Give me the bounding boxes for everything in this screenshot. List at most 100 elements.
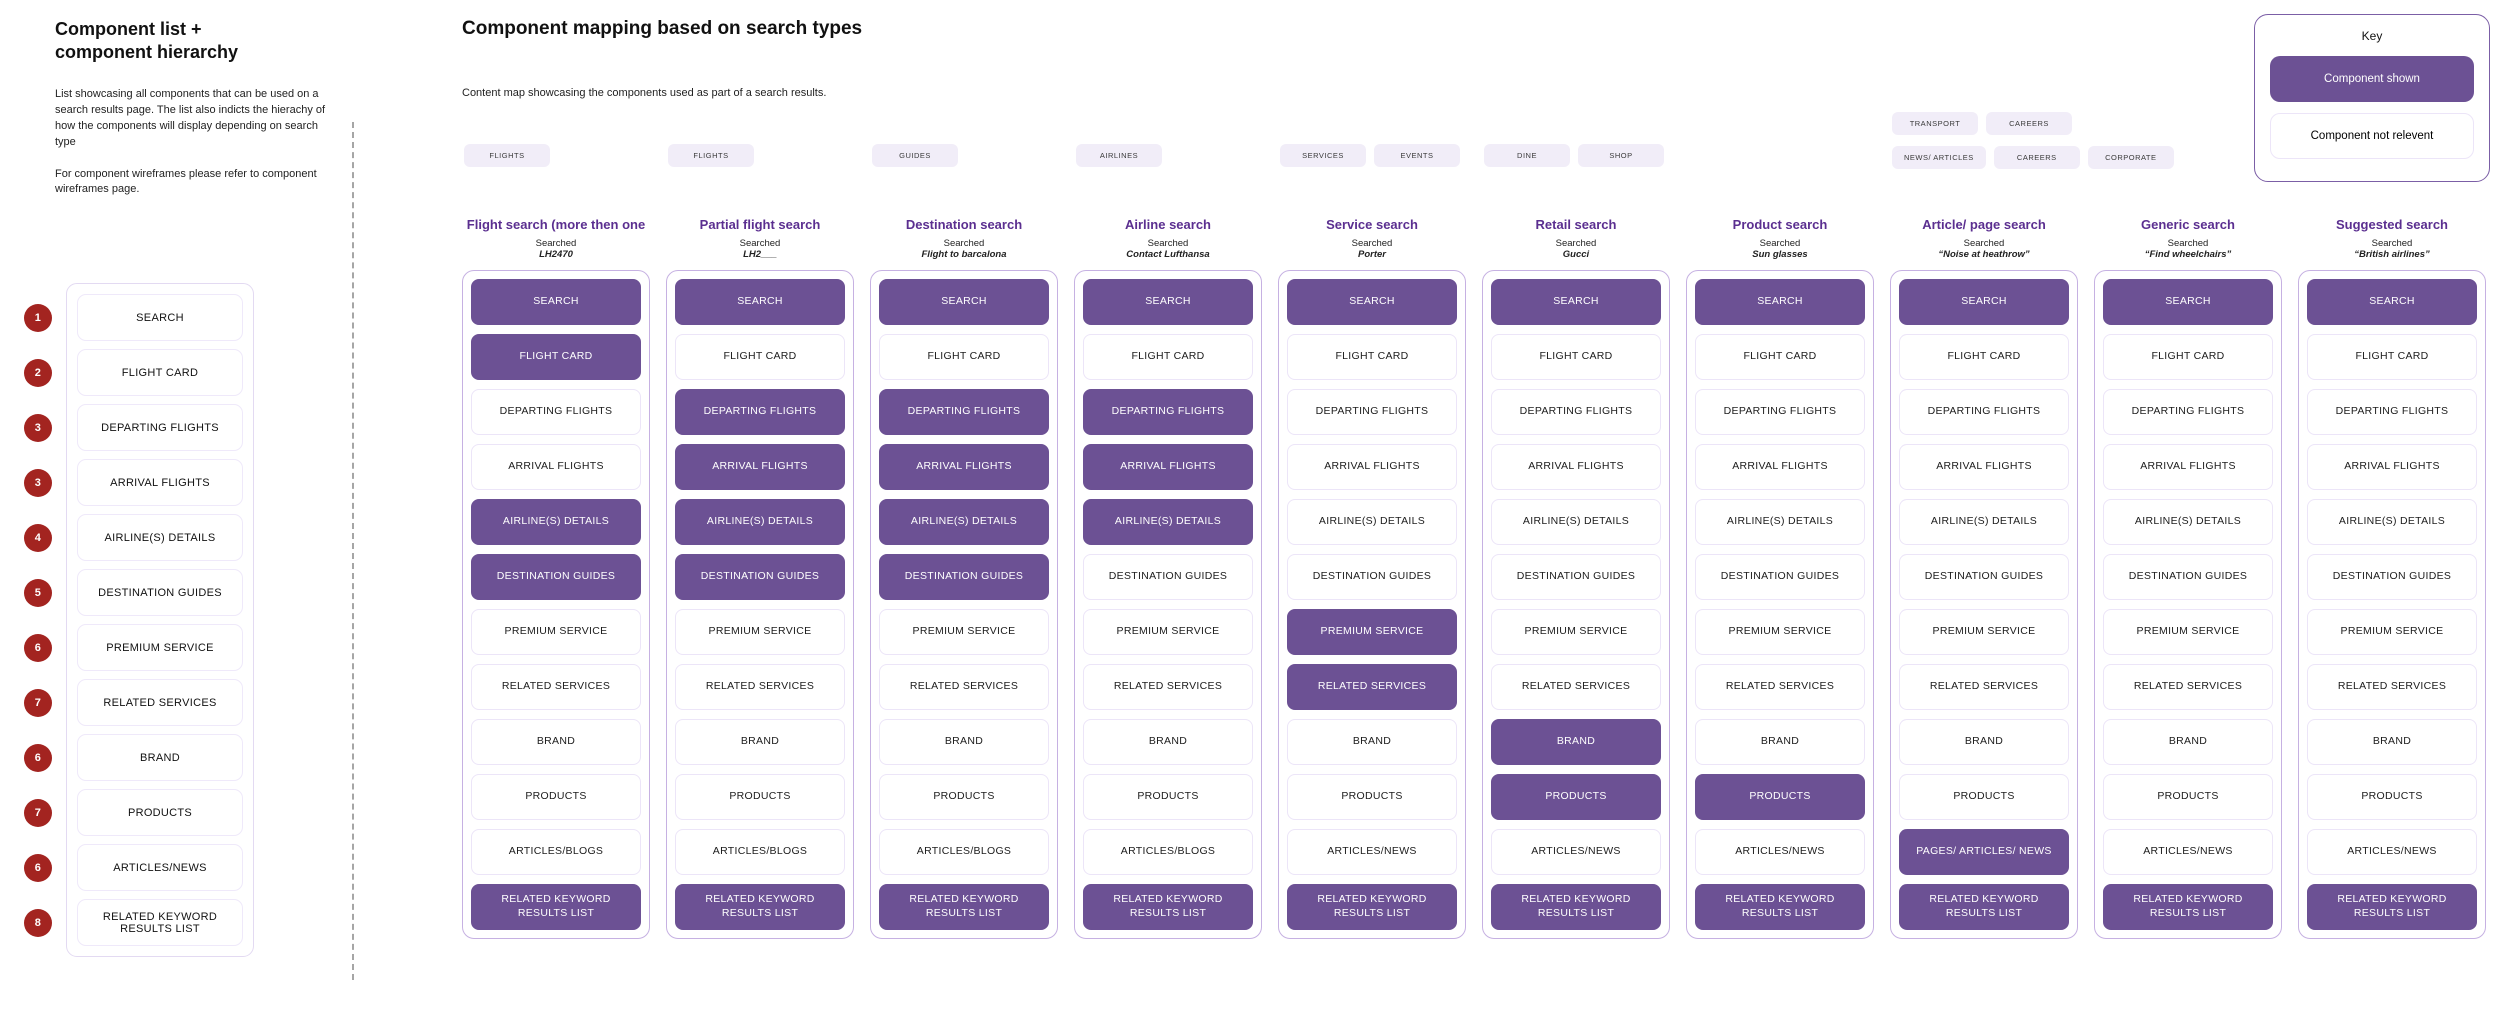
category-tag-chip[interactable]: CORPORATE [2087,146,2174,169]
component-cell-arrival-flights[interactable]: ARRIVAL FLIGHTS [1491,444,1661,490]
component-cell-premium-service[interactable]: PREMIUM SERVICE [1695,609,1865,655]
component-cell-related-services[interactable]: RELATED SERVICES [879,664,1049,710]
component-cell-related-services[interactable]: RELATED SERVICES [2307,664,2477,710]
component-cell-departing-flights[interactable]: DEPARTING FLIGHTS [1287,389,1457,435]
component-cell-destination-guides[interactable]: DESTINATION GUIDES [879,554,1049,600]
component-cell-articles-blogs[interactable]: ARTICLES/BLOGS [879,829,1049,875]
component-cell-articles-news[interactable]: ARTICLES/NEWS [1287,829,1457,875]
component-cell-airline-s-details[interactable]: AIRLINE(S) DETAILS [2307,499,2477,545]
component-cell-flight-card[interactable]: FLIGHT CARD [471,334,641,380]
component-cell-premium-service[interactable]: PREMIUM SERVICE [1899,609,2069,655]
component-cell-premium-service[interactable]: PREMIUM SERVICE [1287,609,1457,655]
component-cell-destination-guides[interactable]: DESTINATION GUIDES [1899,554,2069,600]
category-tag-chip[interactable]: FLIGHTS [464,144,550,167]
component-cell-related-services[interactable]: RELATED SERVICES [471,664,641,710]
component-cell-related-services[interactable]: RELATED SERVICES [2103,664,2273,710]
component-cell-articles-news[interactable]: ARTICLES/NEWS [1491,829,1661,875]
component-cell-destination-guides[interactable]: DESTINATION GUIDES [2103,554,2273,600]
component-cell-search[interactable]: SEARCH [2103,279,2273,325]
component-cell-search[interactable]: SEARCH [1695,279,1865,325]
component-cell-airline-s-details[interactable]: AIRLINE(S) DETAILS [471,499,641,545]
component-cell-brand[interactable]: BRAND [1899,719,2069,765]
component-cell-related-services[interactable]: RELATED SERVICES [1491,664,1661,710]
component-cell-related-services[interactable]: RELATED SERVICES [1083,664,1253,710]
component-cell-brand[interactable]: BRAND [879,719,1049,765]
component-cell-products[interactable]: PRODUCTS [1899,774,2069,820]
component-cell-brand[interactable]: BRAND [2307,719,2477,765]
component-cell-related-keyword-results-list[interactable]: RELATED KEYWORD RESULTS LIST [1287,884,1457,930]
category-tag-chip[interactable]: CAREERS [1986,112,2072,135]
component-cell-articles-blogs[interactable]: ARTICLES/BLOGS [1083,829,1253,875]
component-cell-airline-s-details[interactable]: AIRLINE(S) DETAILS [675,499,845,545]
component-cell-brand[interactable]: BRAND [1083,719,1253,765]
component-cell-brand[interactable]: BRAND [675,719,845,765]
component-cell-departing-flights[interactable]: DEPARTING FLIGHTS [879,389,1049,435]
component-cell-articles-news[interactable]: ARTICLES/NEWS [2307,829,2477,875]
component-cell-arrival-flights[interactable]: ARRIVAL FLIGHTS [471,444,641,490]
component-cell-flight-card[interactable]: FLIGHT CARD [2103,334,2273,380]
component-cell-search[interactable]: SEARCH [471,279,641,325]
component-cell-products[interactable]: PRODUCTS [879,774,1049,820]
component-cell-products[interactable]: PRODUCTS [1695,774,1865,820]
category-tag-chip[interactable]: CAREERS [1993,146,2080,169]
component-cell-related-keyword-results-list[interactable]: RELATED KEYWORD RESULTS LIST [1083,884,1253,930]
component-cell-products[interactable]: PRODUCTS [1083,774,1253,820]
component-cell-search[interactable]: SEARCH [1491,279,1661,325]
component-cell-arrival-flights[interactable]: ARRIVAL FLIGHTS [675,444,845,490]
component-cell-related-keyword-results-list[interactable]: RELATED KEYWORD RESULTS LIST [879,884,1049,930]
component-cell-departing-flights[interactable]: DEPARTING FLIGHTS [1695,389,1865,435]
component-cell-destination-guides[interactable]: DESTINATION GUIDES [1287,554,1457,600]
component-cell-search[interactable]: SEARCH [1083,279,1253,325]
component-cell-premium-service[interactable]: PREMIUM SERVICE [675,609,845,655]
component-cell-arrival-flights[interactable]: ARRIVAL FLIGHTS [2103,444,2273,490]
component-cell-products[interactable]: PRODUCTS [1491,774,1661,820]
component-cell-flight-card[interactable]: FLIGHT CARD [675,334,845,380]
component-cell-flight-card[interactable]: FLIGHT CARD [1491,334,1661,380]
component-cell-related-services[interactable]: RELATED SERVICES [1287,664,1457,710]
component-cell-flight-card[interactable]: FLIGHT CARD [1287,334,1457,380]
component-cell-flight-card[interactable]: FLIGHT CARD [1899,334,2069,380]
component-cell-arrival-flights[interactable]: ARRIVAL FLIGHTS [1083,444,1253,490]
category-tag-chip[interactable]: TRANSPORT [1892,112,1978,135]
component-cell-destination-guides[interactable]: DESTINATION GUIDES [1491,554,1661,600]
component-cell-premium-service[interactable]: PREMIUM SERVICE [1491,609,1661,655]
category-tag-chip[interactable]: AIRLINES [1076,144,1162,167]
component-cell-premium-service[interactable]: PREMIUM SERVICE [879,609,1049,655]
category-tag-chip[interactable]: FLIGHTS [668,144,754,167]
component-cell-airline-s-details[interactable]: AIRLINE(S) DETAILS [1899,499,2069,545]
category-tag-chip[interactable]: EVENTS [1374,144,1460,167]
component-cell-premium-service[interactable]: PREMIUM SERVICE [2103,609,2273,655]
category-tag-chip[interactable]: NEWS/ ARTICLES [1892,146,1986,169]
component-cell-departing-flights[interactable]: DEPARTING FLIGHTS [1083,389,1253,435]
component-cell-flight-card[interactable]: FLIGHT CARD [1695,334,1865,380]
component-cell-destination-guides[interactable]: DESTINATION GUIDES [675,554,845,600]
component-cell-premium-service[interactable]: PREMIUM SERVICE [1083,609,1253,655]
component-cell-destination-guides[interactable]: DESTINATION GUIDES [2307,554,2477,600]
component-cell-arrival-flights[interactable]: ARRIVAL FLIGHTS [879,444,1049,490]
category-tag-chip[interactable]: DINE [1484,144,1570,167]
component-cell-related-keyword-results-list[interactable]: RELATED KEYWORD RESULTS LIST [1491,884,1661,930]
component-cell-premium-service[interactable]: PREMIUM SERVICE [471,609,641,655]
component-cell-destination-guides[interactable]: DESTINATION GUIDES [471,554,641,600]
component-cell-related-services[interactable]: RELATED SERVICES [675,664,845,710]
component-cell-products[interactable]: PRODUCTS [2103,774,2273,820]
component-cell-brand[interactable]: BRAND [1287,719,1457,765]
component-cell-search[interactable]: SEARCH [2307,279,2477,325]
component-cell-products[interactable]: PRODUCTS [1287,774,1457,820]
component-cell-articles-blogs[interactable]: ARTICLES/BLOGS [471,829,641,875]
component-cell-brand[interactable]: BRAND [1695,719,1865,765]
component-cell-related-keyword-results-list[interactable]: RELATED KEYWORD RESULTS LIST [1695,884,1865,930]
component-cell-flight-card[interactable]: FLIGHT CARD [879,334,1049,380]
component-cell-airline-s-details[interactable]: AIRLINE(S) DETAILS [2103,499,2273,545]
component-cell-products[interactable]: PRODUCTS [675,774,845,820]
component-cell-departing-flights[interactable]: DEPARTING FLIGHTS [675,389,845,435]
component-cell-brand[interactable]: BRAND [2103,719,2273,765]
component-cell-flight-card[interactable]: FLIGHT CARD [2307,334,2477,380]
